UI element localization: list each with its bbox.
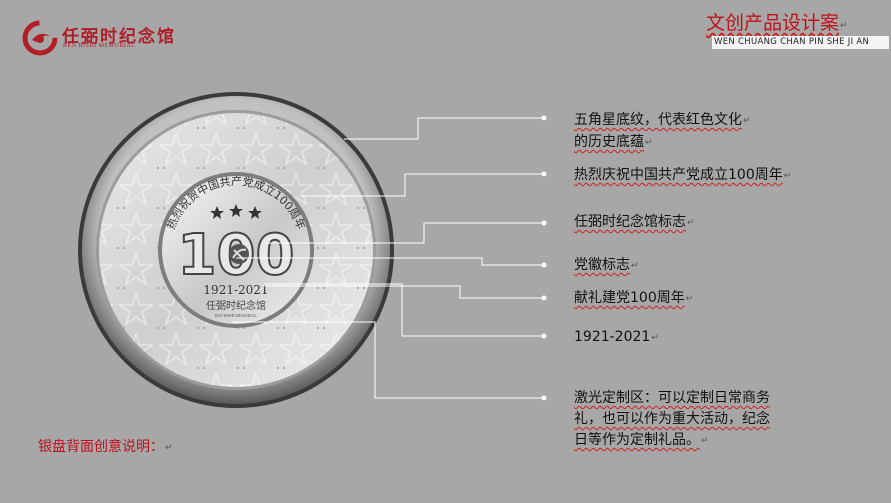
- annotation-line: 任弼时纪念馆标志: [574, 214, 686, 230]
- return-mark: ↵: [840, 21, 848, 31]
- footer-note: 银盘背面创意说明：↵: [38, 436, 173, 456]
- return-mark: ↵: [783, 171, 792, 181]
- return-mark: ↵: [701, 436, 709, 446]
- annotation-memorial-logo: 任弼时纪念馆标志↵: [574, 212, 695, 234]
- annotation-100-years: 献礼建党100周年↵: [574, 288, 693, 310]
- medal-years: 1921-2021: [203, 283, 268, 297]
- annotation-years: 1921-2021↵: [574, 327, 659, 349]
- return-mark: ↵: [687, 218, 695, 228]
- annotation-line: 激光定制区：可以定制日常商务: [574, 390, 770, 406]
- annotation-celebration: 热烈庆祝中国共产党成立100周年↵: [574, 165, 791, 187]
- annotation-line: 1921-2021: [574, 329, 651, 345]
- page-title-text: 文创产品设计案: [706, 12, 840, 34]
- page-subtitle: WEN CHUANG CHAN PIN SHE JI AN: [712, 36, 889, 49]
- return-mark: ↵: [165, 443, 173, 453]
- annotation-line: 礼，也可以作为重大活动，纪念: [574, 411, 770, 427]
- medal-stamp-sub: REN BISHI MEMORIAL: [215, 313, 258, 318]
- annotation-laser-area: 激光定制区：可以定制日常商务 礼，也可以作为重大活动，纪念 日等作为定制礼品。↵: [574, 388, 770, 452]
- three-stars-icon: [210, 204, 262, 219]
- return-mark: ↵: [743, 116, 751, 126]
- memorial-logo: 任弼时纪念馆 REN BISHI MEMORIAL: [22, 18, 174, 58]
- logo-subtext: REN BISHI MEMORIAL: [63, 43, 136, 49]
- annotation-line: 五角星底纹，代表红色文化: [574, 112, 742, 128]
- return-mark: ↵: [651, 333, 659, 343]
- page-title: 文创产品设计案↵: [706, 8, 848, 35]
- annotation-line: 献礼建党100周年: [574, 290, 685, 306]
- return-mark: ↵: [645, 138, 653, 148]
- annotation-star-pattern: 五角星底纹，代表红色文化↵ 的历史底蕴↵: [574, 110, 751, 154]
- annotation-line: 的历史底蕴: [574, 134, 644, 150]
- logo-text: 任弼时纪念馆: [62, 27, 176, 47]
- return-mark: ↵: [631, 261, 639, 271]
- silver-medal: 热烈祝贺中国共产党成立100周年 100 1921-2021 任弼时纪念馆 RE…: [78, 92, 394, 408]
- memorial-logo-icon: [22, 20, 58, 56]
- return-mark: ↵: [685, 294, 694, 304]
- annotation-party-emblem: 党徽标志↵: [574, 255, 639, 277]
- medal-stamp: 任弼时纪念馆: [206, 299, 266, 312]
- party-emblem-icon: [229, 244, 249, 264]
- annotation-line: 热烈庆祝中国共产党成立100周年: [574, 167, 783, 183]
- annotation-line: 党徽标志: [574, 257, 630, 273]
- footer-note-text: 银盘背面创意说明：: [38, 439, 164, 455]
- annotation-line: 日等作为定制礼品。: [574, 432, 700, 448]
